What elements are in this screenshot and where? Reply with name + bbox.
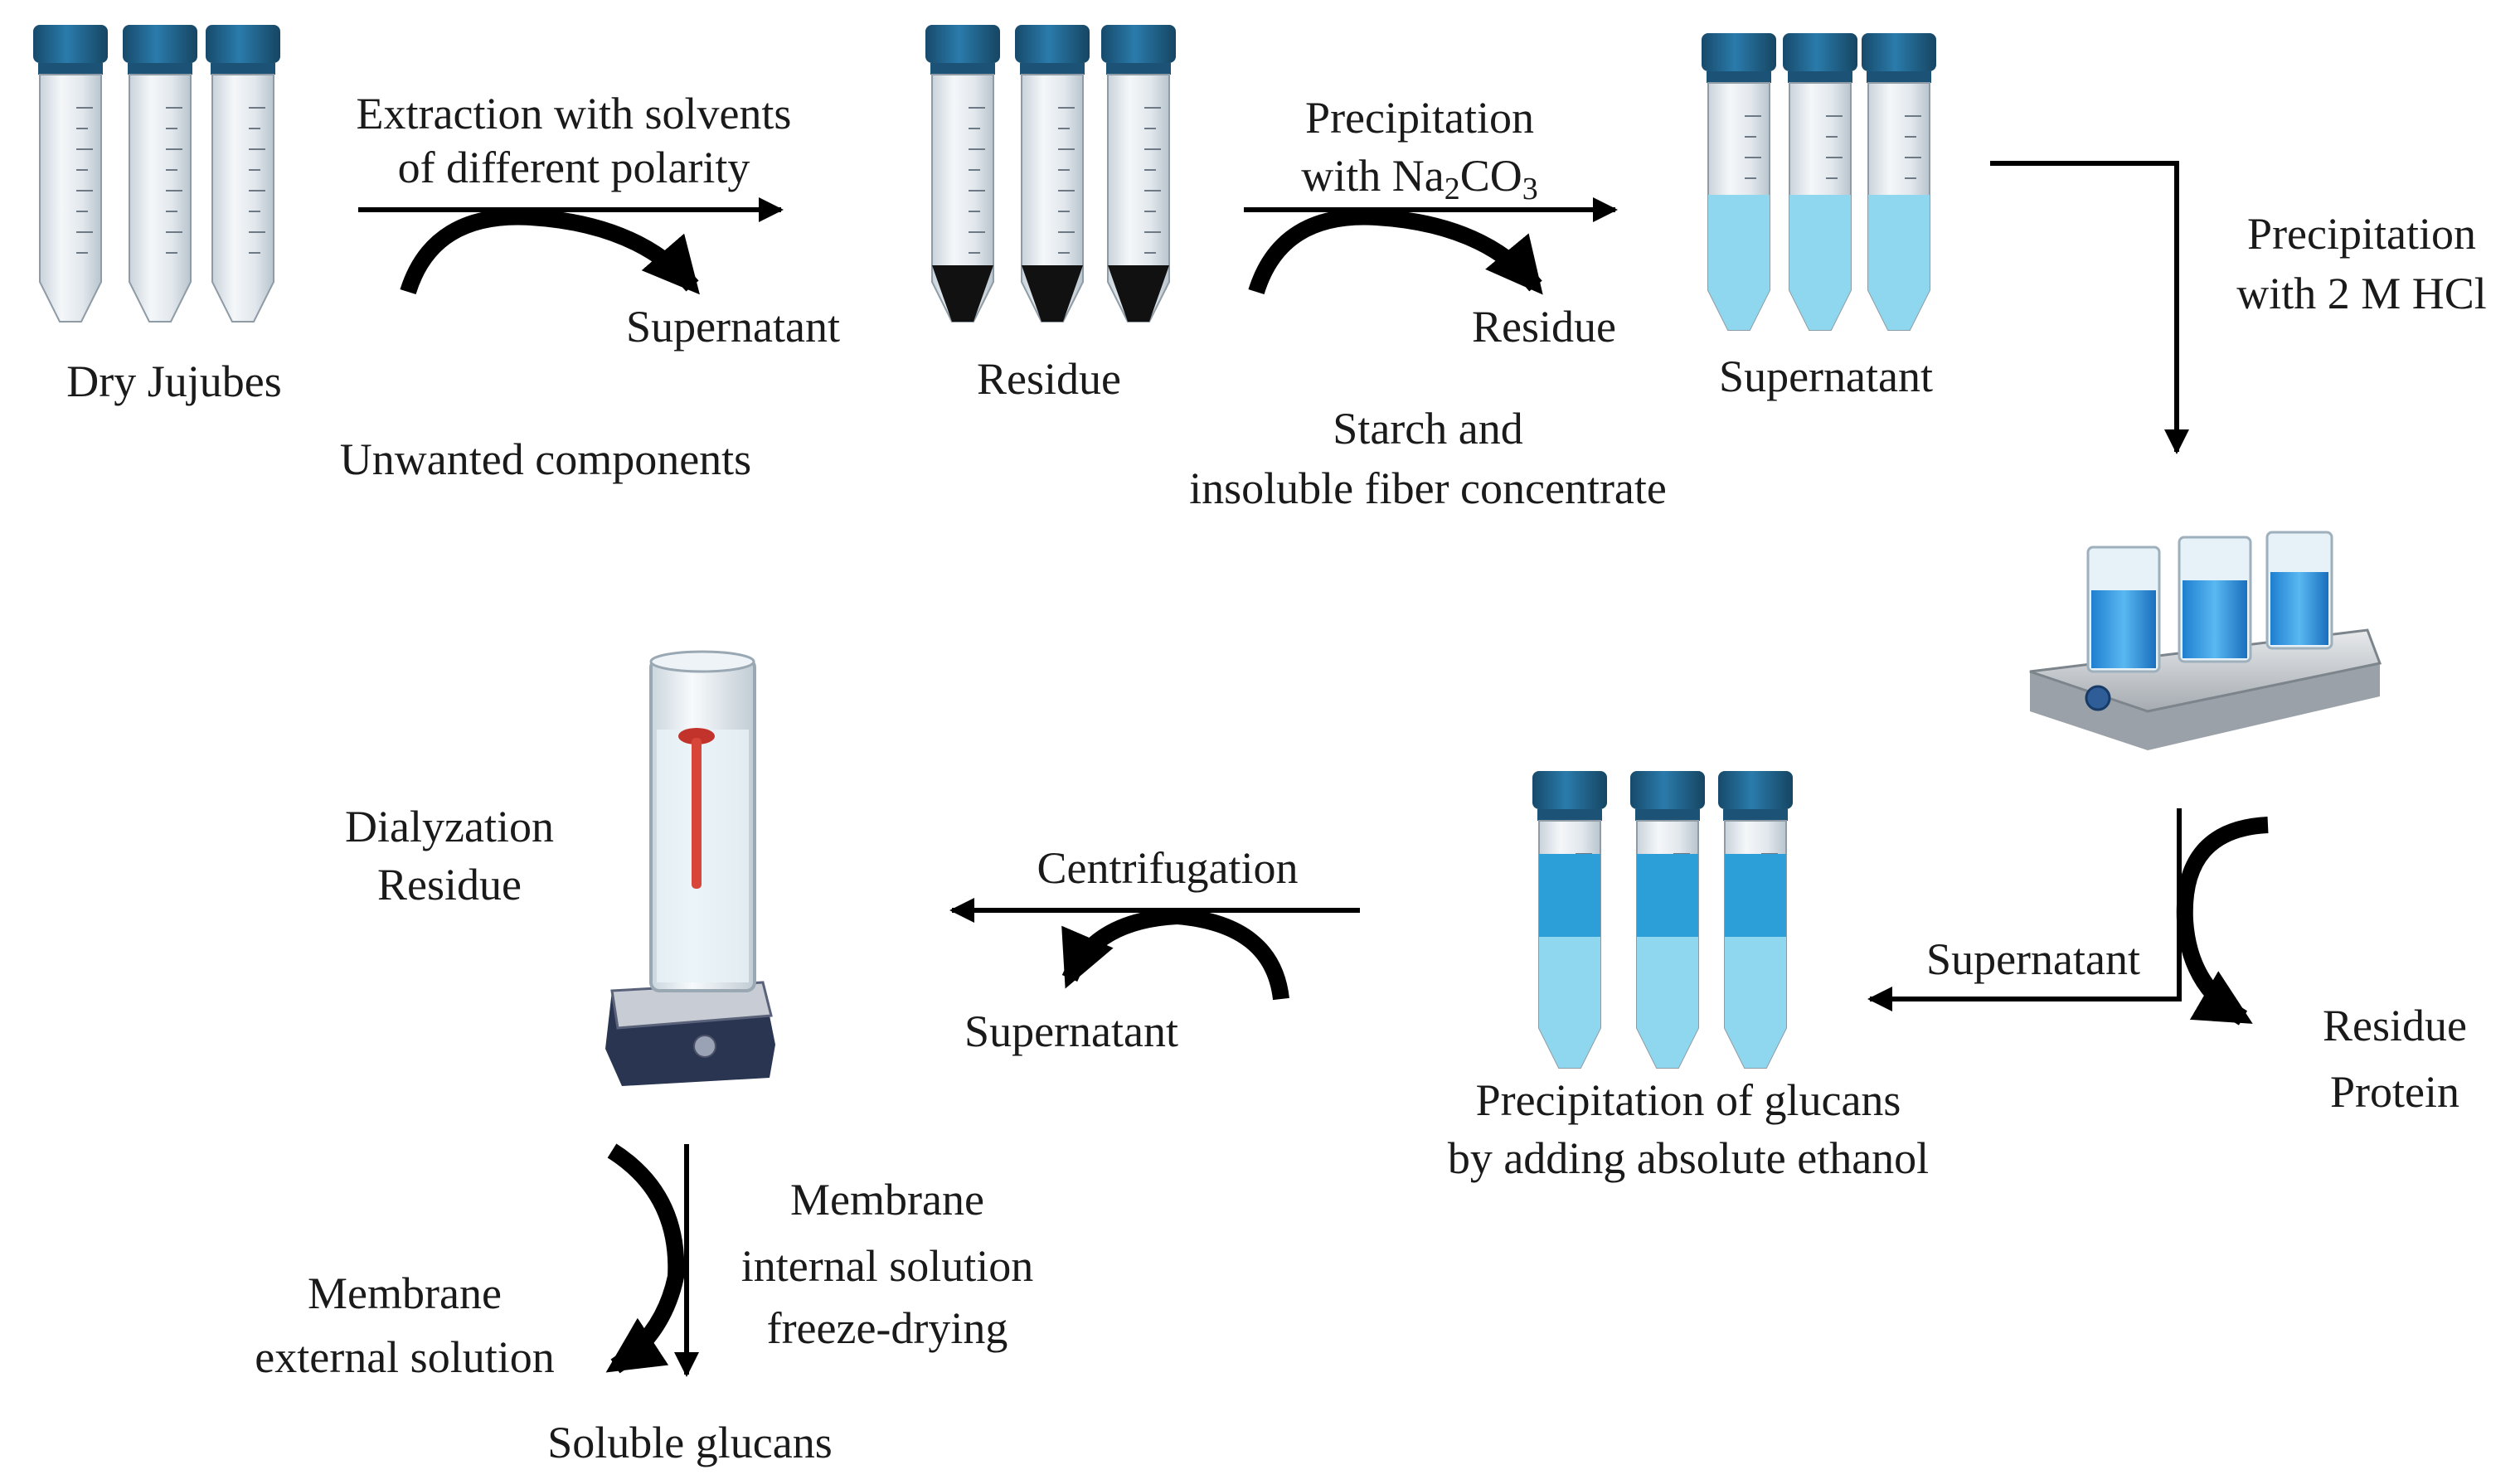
residue-protein-line2: Protein: [2330, 1067, 2459, 1117]
unwanted-components-label: Unwanted components: [340, 434, 751, 484]
precip-na2co3-curve-arrow: [1248, 208, 1543, 295]
supernatant-1-label: Supernatant: [626, 302, 840, 352]
magnetic-stirrer-beakers: [2029, 531, 2382, 750]
starch-label-line2: insoluble fiber concentrate: [1189, 463, 1667, 513]
residue-2-label: Residue: [1472, 302, 1616, 352]
residue-protein-line1: Residue: [2323, 1001, 2467, 1050]
extraction-label-line2: of different polarity: [398, 143, 750, 192]
membrane-external-curve-arrow: [605, 1143, 685, 1374]
precip-hcl-line2: with 2 M HCl: [2236, 269, 2487, 318]
membrane-internal-line2: internal solution: [741, 1241, 1033, 1291]
precip-hcl-arrow: [1990, 161, 2189, 454]
soluble-glucans-label: Soluble glucans: [547, 1418, 832, 1467]
membrane-internal-line1: Membrane: [790, 1175, 984, 1225]
supernatant-3-arrow: [1867, 808, 2182, 1011]
dialysis-apparatus: [605, 650, 775, 1086]
dry-jujubes-label: Dry Jujubes: [66, 356, 281, 406]
precip-hcl-line1: Precipitation: [2247, 209, 2476, 259]
supernatant-2-label: Supernatant: [1719, 352, 1933, 401]
membrane-internal-line3: freeze-drying: [767, 1303, 1008, 1353]
supernatant-3-label: Supernatant: [1926, 934, 2140, 984]
dialyzation-label-line2: Residue: [377, 860, 522, 909]
residue-protein-curve-arrow: [2176, 817, 2269, 1026]
dialyzation-label-line1: Dialyzation: [345, 802, 554, 851]
supernatant-4-label: Supernatant: [964, 1006, 1178, 1056]
extraction-curve-arrow: [400, 208, 700, 295]
starch-label-line1: Starch and: [1333, 404, 1522, 453]
membrane-external-line1: Membrane: [308, 1268, 502, 1318]
glucan-precipitation-tubes: [1532, 770, 1794, 1069]
glucans-label-line2: by adding absolute ethanol: [1448, 1133, 1929, 1183]
precip-na2co3-line1: Precipitation: [1305, 93, 1534, 143]
precip-na2co3-line2: with Na2CO3: [1301, 151, 1537, 206]
glucans-label-line1: Precipitation of glucans: [1476, 1075, 1901, 1125]
residue-1-label: Residue: [977, 354, 1121, 404]
supernatant-tubes: [1701, 32, 1937, 331]
centrifugation-label: Centrifugation: [1037, 843, 1299, 893]
membrane-external-line2: external solution: [255, 1332, 554, 1382]
residue-tubes: [925, 24, 1177, 323]
centrifugation-curve-arrow: [1061, 907, 1289, 1001]
extraction-label-line1: Extraction with solvents: [357, 89, 792, 138]
dry-jujube-tubes: [32, 24, 281, 323]
